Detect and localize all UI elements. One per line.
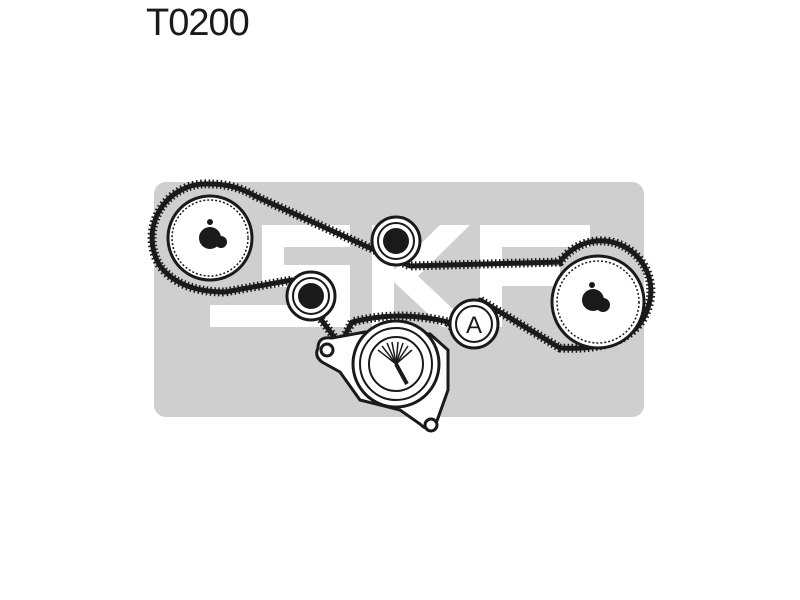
idler-pulley-a: A — [448, 298, 500, 350]
idler-marker-label: A — [466, 312, 482, 339]
timing-belt — [147, 179, 656, 353]
right-sprocket — [550, 254, 646, 350]
lower-idler-pulley — [285, 270, 337, 322]
left-sprocket — [166, 194, 254, 282]
tension-indicator-icon — [377, 341, 413, 385]
belt-teeth — [147, 179, 656, 353]
belt-tensioner — [315, 319, 450, 433]
upper-idler-pulley — [370, 215, 422, 267]
part-number-label: T0200 — [146, 2, 250, 44]
